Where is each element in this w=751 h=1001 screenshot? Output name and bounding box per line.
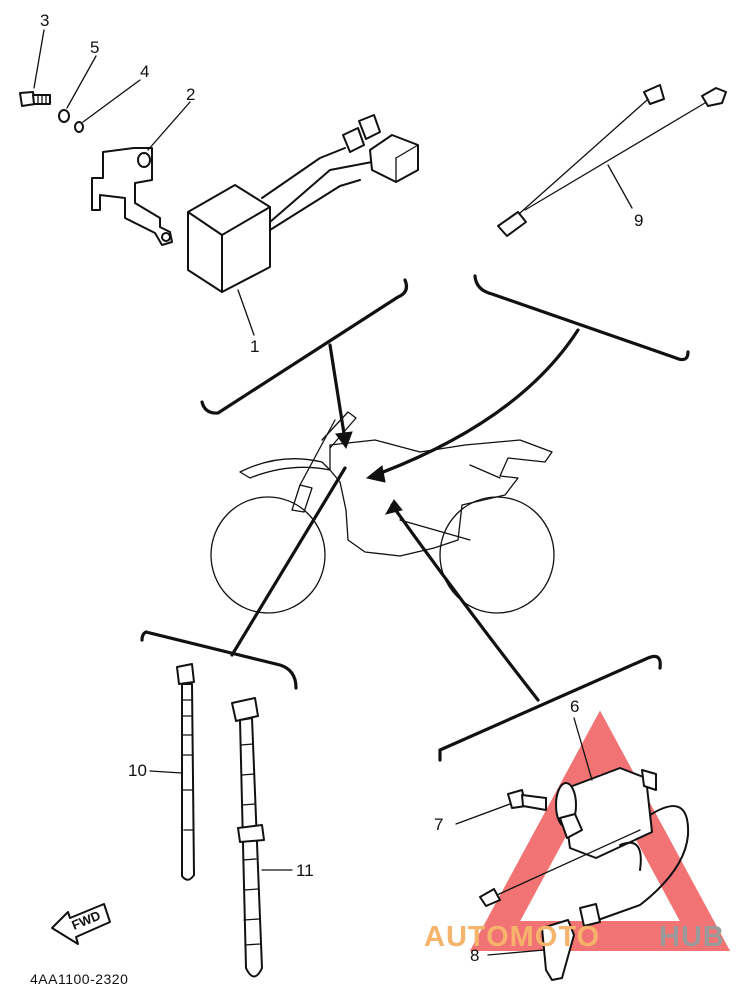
callout-11: 11 [296, 861, 314, 880]
fwd-arrow: FWD [51, 903, 111, 945]
watermark-hub: HUB [659, 921, 725, 953]
bracket-part-2 [91, 147, 173, 246]
bolt-part-7 [507, 789, 583, 839]
callout-10: 10 [128, 761, 147, 780]
spark-plug-cap-part-8 [479, 829, 641, 981]
group-frame-lower-left [144, 630, 298, 690]
group-frame-lower-right [438, 654, 662, 762]
cdi-unit-part-1 [187, 114, 419, 293]
callout-5: 5 [90, 38, 99, 57]
callout-8: 8 [470, 946, 479, 965]
group-frame-upper-left [200, 278, 409, 415]
callout-3: 3 [40, 11, 49, 30]
part-code: 4AA1100-2320 [30, 971, 128, 987]
callout-9: 9 [634, 211, 643, 230]
callout-7: 7 [434, 815, 443, 834]
washer-part-5 [58, 109, 70, 123]
callout-1: 1 [250, 337, 259, 356]
motorcycle-silhouette [210, 411, 555, 614]
cdi-unit-assembly [19, 29, 419, 336]
callout-6: 6 [570, 697, 579, 716]
ignition-coil-part-6 [555, 767, 690, 921]
watermark-automoto: AUTOMOTO [424, 921, 600, 953]
collar-part-4 [74, 121, 84, 133]
cable-tie-part-11 [231, 697, 293, 978]
bolt-part-3 [19, 91, 51, 107]
watermark-triangle-logo [469, 710, 731, 951]
callout-4: 4 [140, 62, 149, 81]
ground-lead-part-9 [497, 84, 727, 237]
callout-2: 2 [186, 85, 195, 104]
group-frame-upper-right [473, 274, 690, 362]
watermark-text: AUTOMOTO HUB [424, 921, 725, 953]
cable-tie-part-10 [149, 663, 195, 881]
